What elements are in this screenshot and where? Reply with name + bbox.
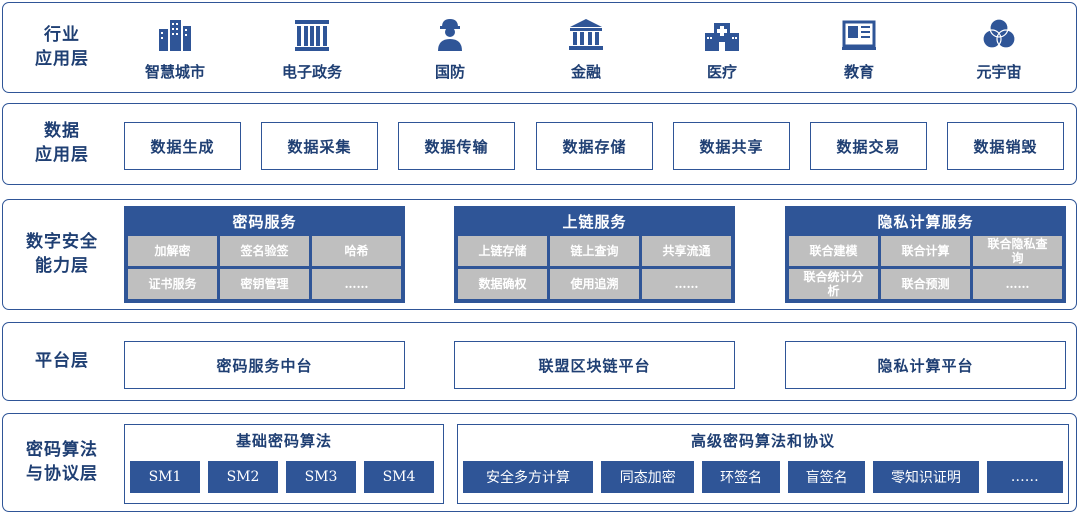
industry-label: 金融 bbox=[570, 63, 601, 81]
service-cell: 联合计算 bbox=[881, 236, 970, 266]
service-cell: …… bbox=[973, 269, 1062, 299]
onchain-service-panel: 上链服务 上链存储 链上查询 共享流通 数据确权 使用追溯 …… bbox=[454, 206, 735, 303]
algorithm-box: 安全多方计算 bbox=[463, 461, 594, 493]
service-cell: 共享流通 bbox=[642, 236, 731, 266]
industry-e-government: 电子政务 bbox=[267, 17, 357, 82]
algorithm-box: 同态加密 bbox=[601, 461, 695, 493]
service-cell: 证书服务 bbox=[128, 269, 217, 299]
platform-layer: 平台层 密码服务中台 联盟区块链平台 隐私计算平台 bbox=[2, 322, 1077, 401]
service-cell: 使用追溯 bbox=[550, 269, 639, 299]
data-stage-box: 数据交易 bbox=[810, 122, 927, 170]
industry-label: 医疗 bbox=[706, 63, 737, 81]
data-stage-box: 数据共享 bbox=[673, 122, 790, 170]
group-title: 基础密码算法 bbox=[235, 431, 332, 450]
algorithm-box: SM1 bbox=[130, 461, 200, 493]
data-stage-box: 数据生成 bbox=[124, 122, 241, 170]
service-cell: 数据确权 bbox=[458, 269, 547, 299]
security-layer-label: 数字安全能力层 bbox=[26, 231, 98, 276]
service-cell: 签名验签 bbox=[220, 236, 309, 266]
book-icon bbox=[842, 20, 876, 50]
industry-healthcare: 医疗 bbox=[677, 17, 767, 82]
soldier-icon bbox=[438, 19, 462, 51]
algorithm-box: SM3 bbox=[286, 461, 356, 493]
service-cell: 联合预测 bbox=[881, 269, 970, 299]
data-stage-box: 数据销毁 bbox=[947, 122, 1064, 170]
algorithm-box: 环签名 bbox=[702, 461, 780, 493]
hospital-icon bbox=[705, 23, 739, 51]
platform-layer-label: 平台层 bbox=[35, 350, 89, 371]
industry-label: 智慧城市 bbox=[144, 63, 205, 81]
city-buildings-icon bbox=[159, 20, 191, 51]
service-title: 上链服务 bbox=[562, 213, 627, 231]
crypto-algorithm-layer: 密码算法与协议层 基础密码算法 SM1 SM2 SM3 SM4 高级密码算法和协… bbox=[2, 413, 1077, 512]
industry-education: 教育 bbox=[814, 17, 904, 82]
security-capability-layer: 数字安全能力层 密码服务 加解密 签名验签 哈希 证书服务 密钥管理 …… 上链… bbox=[2, 199, 1077, 310]
industry-label: 国防 bbox=[434, 63, 465, 81]
service-cell: 加解密 bbox=[128, 236, 217, 266]
industry-smart-city: 智慧城市 bbox=[130, 17, 220, 82]
privacy-computing-service-panel: 隐私计算服务 联合建模 联合计算 联合隐私查询 联合统计分析 联合预测 …… bbox=[785, 206, 1066, 303]
industry-label: 元宇宙 bbox=[976, 63, 1022, 81]
data-layer-label: 数据应用层 bbox=[35, 121, 89, 165]
industry-finance: 金融 bbox=[541, 17, 631, 82]
service-cell: 联合统计分析 bbox=[789, 269, 878, 299]
service-cell: 联合建模 bbox=[789, 236, 878, 266]
service-cell: 哈希 bbox=[312, 236, 401, 266]
bank-icon bbox=[569, 19, 603, 50]
data-stage-box: 数据存储 bbox=[536, 122, 653, 170]
service-cell: 链上查询 bbox=[550, 236, 639, 266]
basic-crypto-group: 基础密码算法 SM1 SM2 SM3 SM4 bbox=[124, 424, 444, 504]
platform-box: 密码服务中台 bbox=[124, 341, 405, 389]
data-stage-box: 数据传输 bbox=[398, 122, 515, 170]
data-stage-box: 数据采集 bbox=[261, 122, 378, 170]
group-title: 高级密码算法和协议 bbox=[690, 431, 835, 450]
industry-defense: 国防 bbox=[405, 17, 495, 82]
service-cell: 密钥管理 bbox=[220, 269, 309, 299]
algorithm-box: SM4 bbox=[364, 461, 434, 493]
platform-box: 隐私计算平台 bbox=[785, 341, 1066, 389]
service-title: 密码服务 bbox=[232, 213, 297, 231]
algorithm-box: …… bbox=[986, 461, 1064, 493]
industry-label: 教育 bbox=[843, 63, 874, 81]
algorithm-box: SM2 bbox=[208, 461, 278, 493]
algorithm-box: 盲签名 bbox=[787, 461, 866, 493]
crypto-layer-label: 密码算法与协议层 bbox=[26, 439, 98, 484]
industry-application-layer: 行业应用层 智慧城市 电子政务 bbox=[2, 2, 1077, 93]
data-application-layer: 数据应用层 数据生成 数据采集 数据传输 数据存储 数据共享 数据交易 数据销毁 bbox=[2, 103, 1077, 185]
service-cell: 联合隐私查询 bbox=[973, 236, 1062, 266]
metaverse-circles-icon bbox=[982, 18, 1016, 49]
government-building-icon bbox=[295, 20, 329, 51]
algorithm-box: 零知识证明 bbox=[873, 461, 979, 493]
platform-box: 联盟区块链平台 bbox=[454, 341, 735, 389]
service-cell: …… bbox=[642, 269, 731, 299]
industry-layer-label: 行业应用层 bbox=[35, 24, 89, 69]
crypto-service-panel: 密码服务 加解密 签名验签 哈希 证书服务 密钥管理 …… bbox=[124, 206, 405, 303]
service-title: 隐私计算服务 bbox=[877, 213, 974, 231]
service-cell: 上链存储 bbox=[458, 236, 547, 266]
industry-metaverse: 元宇宙 bbox=[954, 17, 1044, 82]
service-cell: …… bbox=[312, 269, 401, 299]
industry-label: 电子政务 bbox=[281, 63, 342, 81]
advanced-crypto-group: 高级密码算法和协议 安全多方计算 同态加密 环签名 盲签名 零知识证明 …… bbox=[457, 424, 1069, 504]
